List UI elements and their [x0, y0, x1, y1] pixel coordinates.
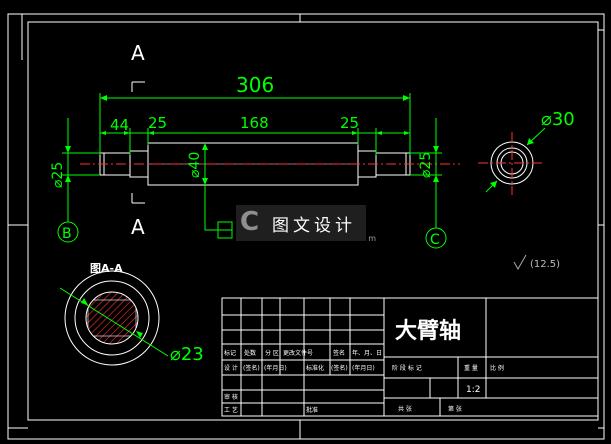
tb-date2: (年月日) — [264, 364, 287, 372]
dim-dia-left: ⌀25 — [50, 162, 66, 188]
tb-stage-label: 阶 段 标 记 — [392, 364, 422, 372]
tb-sheet-no: 第 张 — [448, 405, 462, 413]
dim-dia-middle: ⌀40 — [187, 152, 203, 178]
tb-sheet-count: 共 张 — [398, 405, 412, 413]
section-label-upper: A — [131, 41, 145, 65]
tb-scale-value: 1:2 — [466, 385, 480, 395]
section-view-title: 图A-A — [90, 262, 123, 275]
watermark-text: 图文设计 — [272, 215, 356, 236]
tb-sign: 签名 — [333, 349, 345, 357]
roughness-value: (12.5) — [530, 259, 560, 270]
watermark-sub: m — [368, 234, 376, 243]
tb-mark: 标记 — [224, 349, 236, 357]
title-block — [221, 297, 599, 417]
dim-dia-right: ⌀25 — [418, 152, 434, 178]
section-label-lower: A — [131, 215, 145, 239]
dim-left-shoulder: 25 — [148, 114, 167, 132]
tb-process: 工 艺 — [224, 406, 238, 414]
roughness-symbol — [513, 254, 527, 271]
datum-label-right: C — [430, 232, 440, 248]
watermark: C 图文设计 m — [236, 205, 376, 243]
section-view — [59, 270, 169, 366]
tb-standard: 标准化 — [306, 364, 324, 372]
dim-middle: 168 — [240, 114, 269, 132]
tb-doc-no: 更改文件号 — [283, 349, 313, 357]
dim-dia-section: ⌀23 — [170, 344, 204, 365]
inner-frame — [27, 21, 599, 421]
datum-label-left: B — [62, 226, 72, 242]
section-arrow-upper — [131, 81, 145, 92]
tb-sign3: (签名) — [331, 364, 348, 372]
section-arrow-lower — [131, 193, 145, 204]
tb-zone: 分 区 — [265, 349, 279, 357]
outer-frame — [7, 13, 605, 440]
datum-marker-left — [57, 221, 79, 243]
tb-approve: 批准 — [306, 406, 318, 414]
dim-left-step: 44 — [110, 116, 129, 134]
tb-design: 设 计 — [224, 364, 238, 372]
dim-overall: 306 — [236, 73, 274, 97]
dim-dia-end-view: ⌀30 — [541, 109, 575, 130]
tb-review: 审 核 — [224, 393, 238, 401]
tb-sign2: (签名) — [243, 364, 260, 372]
tb-date3: (年月日) — [352, 364, 375, 372]
tb-count: 处数 — [244, 349, 256, 357]
tb-weight-label: 重 量 — [464, 364, 478, 372]
dimension-lines — [62, 93, 442, 239]
datum-marker-right — [425, 227, 447, 249]
watermark-logo: C — [240, 207, 260, 237]
dim-right-shoulder: 25 — [340, 114, 359, 132]
tb-date: 年、月、日 — [352, 349, 382, 357]
end-view — [478, 127, 546, 195]
part-name: 大臂轴 — [395, 318, 461, 344]
tb-scale-label: 比 例 — [490, 364, 504, 372]
